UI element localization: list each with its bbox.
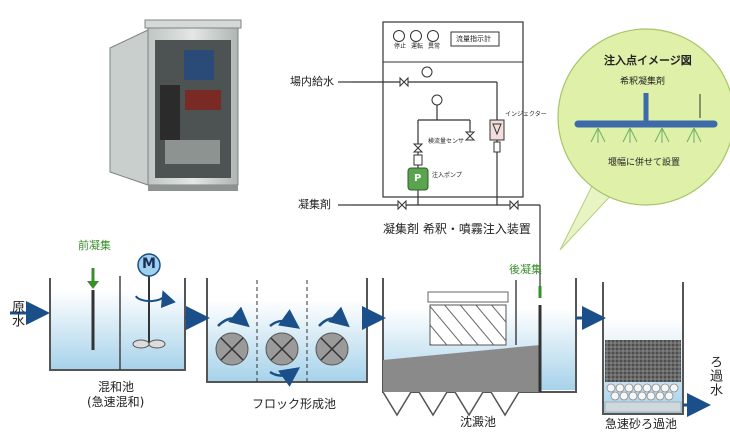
pre-coagulation-label: 前凝集 [78,239,111,252]
device-panel [382,21,524,198]
flow-meter-label: 流量指示計 [456,35,491,43]
pump-symbol: P [414,173,422,184]
mixing-tank-sublabel: (急速混和) [87,395,145,409]
floc-tank-label: フロック形成池 [252,397,337,411]
flushing-sensor-label: 検流量センサ [428,138,465,145]
panel-run-label: 運転 [411,43,424,50]
injection-pump-label: 注入ポンプ [432,172,462,179]
panel-fault-label: 異常 [428,43,441,50]
raw-water-label: 原水 [8,300,24,328]
mixing-tank-label: 混和池 [98,380,135,394]
device-components [397,66,519,211]
plant-water-supply-label: 場内給水 [290,75,334,88]
injection-inset [557,28,730,251]
injector-label: インジェクター [505,111,547,118]
sedimentation-tank [382,278,577,417]
device-title: 凝集剤 希釈・噴霧注入装置 [383,222,531,236]
sedimentation-tank-label: 沈澱池 [460,415,497,429]
inset-diluted-label: 希釈凝集剤 [620,77,666,87]
input-arrows [338,81,352,206]
filtered-water-label: ろ過水 [706,355,722,397]
floc-tank [206,278,368,387]
device-cabinet-photo [109,19,242,191]
coagulant-label: 凝集剤 [298,198,331,211]
post-coagulation-label: 後凝集 [509,263,542,276]
panel-stop-label: 停止 [394,43,407,50]
inset-title: 注入点イメージ図 [604,54,692,67]
rapid-sand-filter [602,282,684,415]
inset-caption: 堰幅に併せて設置 [608,158,681,168]
mixing-tank [49,253,186,371]
motor-icon: M [142,256,156,272]
rapid-sand-filter-label: 急速砂ろ過池 [605,417,678,431]
flow-arrows [10,301,711,417]
